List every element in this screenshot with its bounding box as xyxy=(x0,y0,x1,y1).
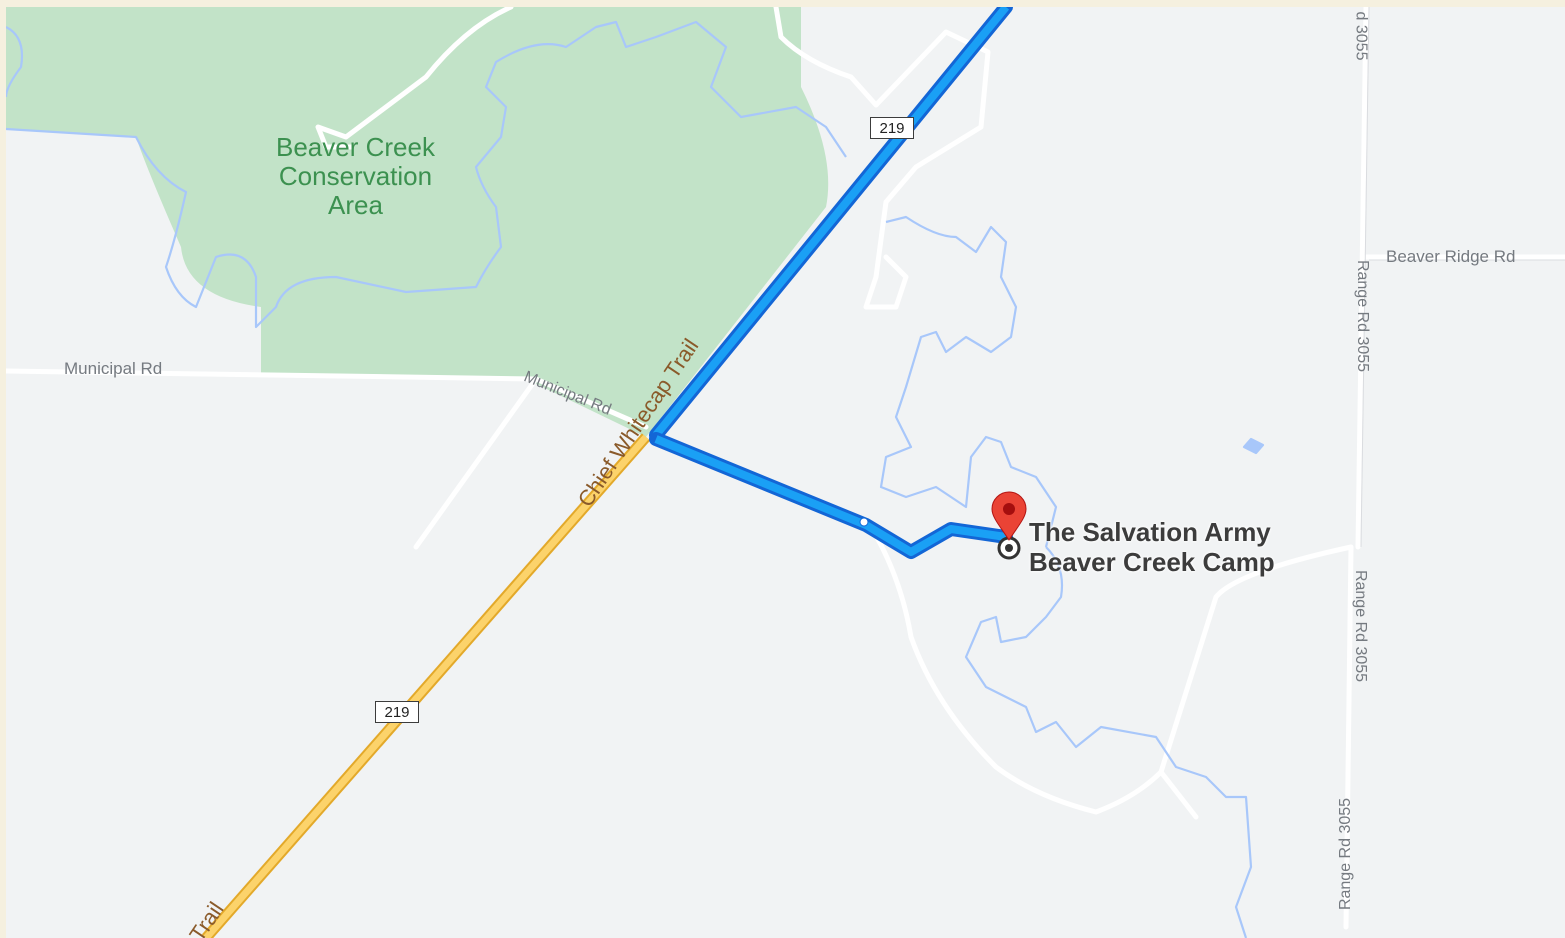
map-layer xyxy=(6,7,1565,938)
beaver-ridge-rd-label: Beaver Ridge Rd xyxy=(1386,247,1516,266)
range-rd-top-label: d 3055 xyxy=(1352,11,1370,61)
municipal-rd-label: Municipal Rd xyxy=(64,359,163,378)
conservation-area-polygon xyxy=(6,7,829,437)
park-label: Beaver Creek Conservation Area xyxy=(276,133,435,220)
destination-name[interactable]: The Salvation Army Beaver Creek Camp xyxy=(1029,517,1275,577)
park-name-line3: Area xyxy=(328,190,383,220)
route-local-segment xyxy=(649,432,1013,559)
park-name-line1: Beaver Creek xyxy=(276,132,435,162)
location-pin-icon[interactable] xyxy=(991,491,1027,541)
route-waypoint-icon[interactable] xyxy=(859,517,869,527)
road-outlines xyxy=(1360,7,1565,548)
range-rd-bottom-label: Range Rd 3055 xyxy=(1337,797,1355,911)
destination-name-line1: The Salvation Army xyxy=(1029,517,1271,547)
highway-219-shield-bottom: 219 xyxy=(375,701,419,723)
range-rd-mid-label: Range Rd 3055 xyxy=(1354,259,1372,373)
map-canvas[interactable]: Beaver Creek Conservation Area Municipal… xyxy=(6,7,1565,938)
highway-219-shield-top: 219 xyxy=(870,117,914,139)
creeks xyxy=(6,20,1265,938)
minor-roads xyxy=(6,7,1565,930)
destination-name-line2: Beaver Creek Camp xyxy=(1029,547,1275,577)
park-name-line2: Conservation xyxy=(278,161,433,191)
destination-target-icon[interactable] xyxy=(997,536,1021,560)
range-rd-low-label: Range Rd 3055 xyxy=(1352,569,1370,683)
